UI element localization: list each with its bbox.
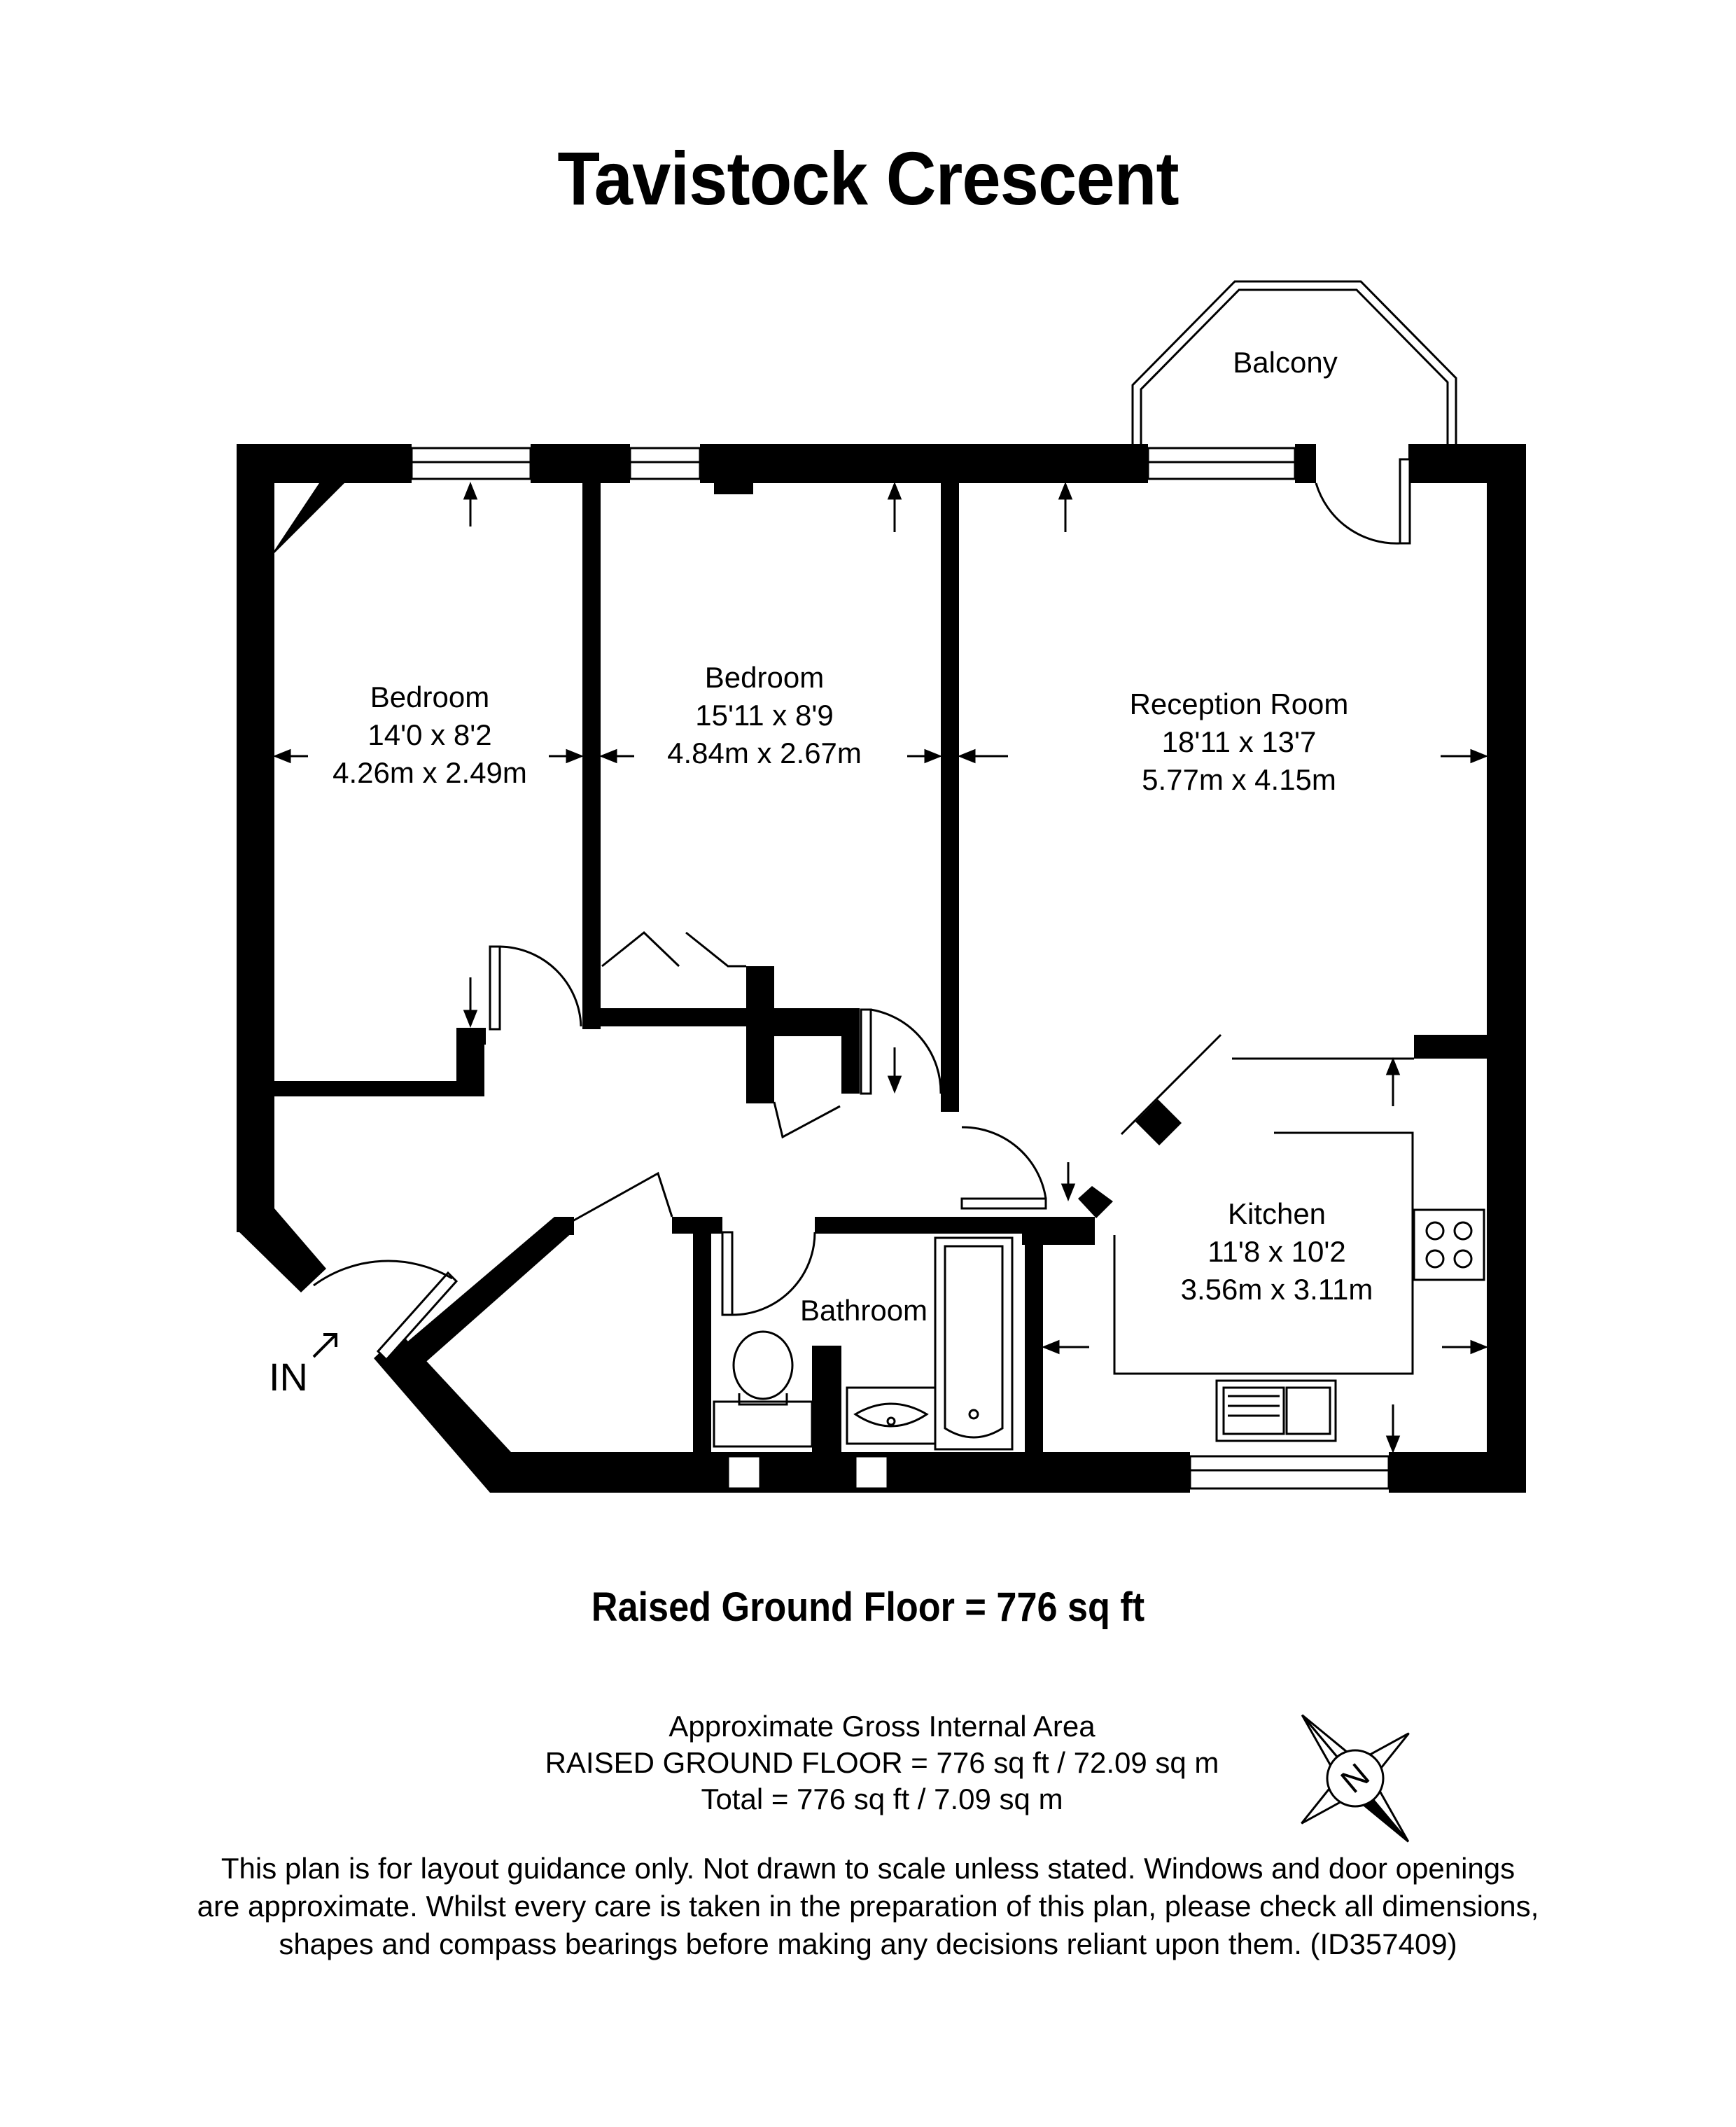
bathroom-fixtures	[713, 1236, 1014, 1451]
kitchen-fixtures	[1113, 1033, 1485, 1442]
compass: N	[1301, 1714, 1410, 1843]
doors	[313, 458, 1411, 1362]
bathroom-name: Bathroom	[800, 1294, 927, 1327]
plan-title: Tavistock Crescent	[557, 136, 1179, 221]
balcony	[1131, 280, 1457, 444]
bedroom1-name: Bedroom	[370, 681, 489, 713]
bedroom2-metric: 4.84m x 2.67m	[667, 737, 862, 769]
disclaimer: This plan is for layout guidance only. N…	[70, 1850, 1666, 1963]
area-summary: Approximate Gross Internal Area RAISED G…	[448, 1708, 1316, 1818]
area-floor-line: RAISED GROUND FLOOR = 776 sq ft / 72.09 …	[545, 1746, 1219, 1779]
entrance-arrow	[312, 1333, 337, 1358]
disclaimer-line-1: This plan is for layout guidance only. N…	[220, 1852, 1516, 1885]
dimension-arrows	[272, 481, 1489, 1454]
disclaimer-line-3: shapes and compass bearings before makin…	[279, 1927, 1457, 1960]
windows	[410, 447, 1390, 1490]
bedroom1-metric: 4.26m x 2.49m	[332, 756, 527, 789]
entrance-label: IN	[269, 1355, 308, 1399]
floor-area-label: Raised Ground Floor = 776 sq ft	[591, 1584, 1145, 1630]
outer-walls	[237, 444, 1526, 1493]
room-labels: Bedroom 14'0 x 8'2 4.26m x 2.49m Bedroom…	[269, 346, 1373, 1399]
area-total-line: Total = 776 sq ft / 7.09 sq m	[701, 1783, 1063, 1815]
disclaimer-line-2: are approximate. Whilst every care is ta…	[197, 1890, 1539, 1923]
kitchen-imperial: 11'8 x 10'2	[1208, 1235, 1345, 1268]
reception-metric: 5.77m x 4.15m	[1142, 763, 1336, 796]
interior-walls	[274, 483, 1526, 1460]
balcony-name: Balcony	[1233, 346, 1337, 379]
kitchen-metric: 3.56m x 3.11m	[1181, 1273, 1373, 1306]
reception-imperial: 18'11 x 13'7	[1162, 725, 1317, 758]
bedroom1-imperial: 14'0 x 8'2	[368, 718, 491, 751]
kitchen-name: Kitchen	[1228, 1197, 1326, 1230]
reception-name: Reception Room	[1130, 688, 1349, 720]
bedroom2-name: Bedroom	[705, 661, 824, 694]
area-heading: Approximate Gross Internal Area	[668, 1710, 1096, 1743]
bedroom2-imperial: 15'11 x 8'9	[695, 699, 833, 732]
